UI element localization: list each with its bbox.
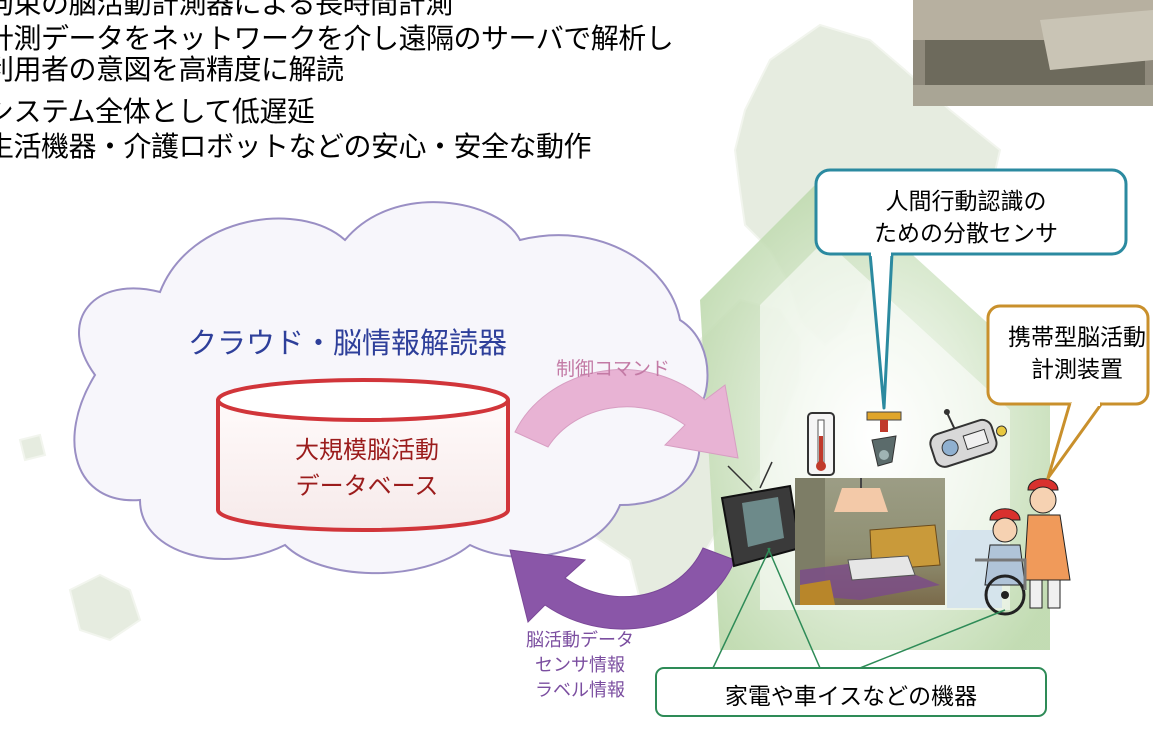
bullet-item: システム全体として低遅延 bbox=[0, 95, 315, 128]
bullet-item: 計測データをネットワークを介し遠隔のサーバで解析し bbox=[0, 22, 674, 55]
cloud-title: クラウド・脳情報解読器 bbox=[188, 326, 508, 360]
wheelchair-caregiver-image bbox=[947, 478, 1071, 616]
data-arrow bbox=[509, 547, 736, 630]
outdoor-photo bbox=[913, 0, 1153, 106]
database-label: 大規模脳活動 データベース bbox=[254, 432, 480, 504]
portable-device-callout bbox=[986, 304, 1150, 480]
data-flow-line: 脳活動データ bbox=[526, 630, 634, 651]
database-cylinder bbox=[216, 378, 510, 532]
control-command-arrow bbox=[514, 369, 739, 459]
bullet-item: 生活機器・介護ロボットなどの安心・安全な動作 bbox=[0, 130, 592, 163]
bullet-item: 拘束の脳活動計測器による長時間計測 bbox=[0, 0, 453, 20]
bullet-item: 利用者の意図を高精度に解読 bbox=[0, 53, 344, 86]
data-flow-label: 脳活動データ センサ情報 ラベル情報 bbox=[505, 628, 655, 703]
database-label-line: データベース bbox=[295, 472, 439, 500]
database-label-line: 大規模脳活動 bbox=[295, 436, 439, 464]
appliance-callout-text: 家電や車イスなどの機器 bbox=[724, 684, 978, 710]
living-room-image bbox=[795, 478, 945, 605]
camera-sensor-icon bbox=[866, 411, 902, 467]
robot-sensor-icon bbox=[929, 408, 1007, 468]
control-command-label: 制御コマンド bbox=[556, 358, 671, 380]
portable-callout-line: 計測装置 bbox=[1031, 357, 1123, 383]
television-icon bbox=[720, 461, 802, 568]
portable-callout-line: 携帯型脳活動 bbox=[1008, 325, 1146, 351]
data-flow-line: センサ情報 bbox=[535, 655, 625, 676]
sensor-callout-text: 人間行動認識の ための分散センサ bbox=[816, 186, 1116, 250]
sensor-callout-line: ための分散センサ bbox=[874, 221, 1058, 247]
feature-bullet-list: 拘束の脳活動計測器による長時間計測 計測データをネットワークを介し遠隔のサーバで… bbox=[0, 0, 674, 164]
data-flow-line: ラベル情報 bbox=[535, 680, 625, 701]
sensor-callout bbox=[814, 168, 1128, 410]
appliance-callout bbox=[655, 547, 1047, 717]
sensor-callout-line: 人間行動認識の bbox=[885, 189, 1047, 215]
thermometer-icon bbox=[807, 412, 835, 476]
portable-callout-text: 携帯型脳活動 計測装置 bbox=[1002, 322, 1152, 386]
